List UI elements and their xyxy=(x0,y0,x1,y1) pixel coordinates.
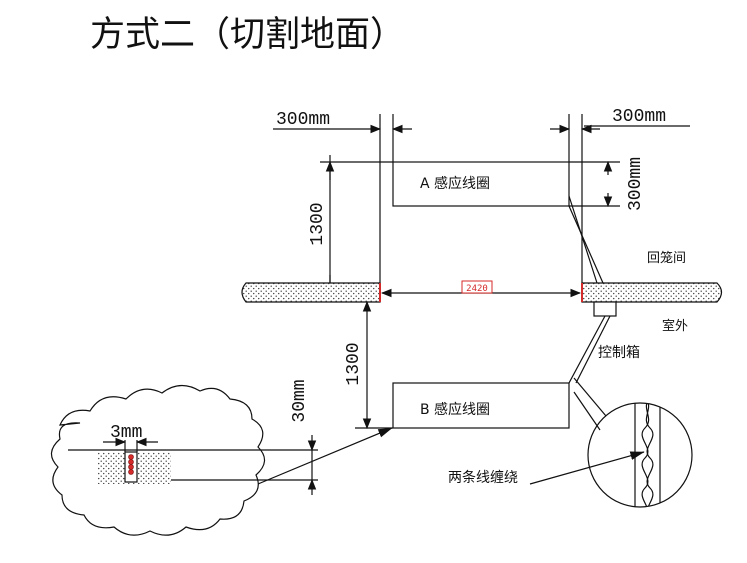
ground-strip-right xyxy=(581,282,723,303)
dim-groove-width: 3mm xyxy=(110,423,142,443)
coil-a-label: A 感应线圈 xyxy=(420,175,490,192)
inner-area-label: 回笼间 xyxy=(647,250,686,266)
groove-wires xyxy=(128,454,134,475)
dim-top-left: 300mm xyxy=(276,110,330,130)
twisted-wires-label: 两条线缠绕 xyxy=(448,469,518,486)
ground-strip-left xyxy=(241,282,381,303)
coil-b-rect xyxy=(392,382,570,429)
control-box xyxy=(593,301,617,317)
coil-b-label: B 感应线圈 xyxy=(420,401,490,418)
diagram-title: 方式二（切割地面） xyxy=(90,15,406,55)
outer-area-label: 室外 xyxy=(662,318,688,334)
dim-groove-depth: 30mm xyxy=(290,379,310,422)
dim-right-height: 300mm xyxy=(626,157,646,211)
control-box-label: 控制箱 xyxy=(598,345,640,361)
span-badge-text: 2420 xyxy=(466,284,488,294)
dim-top-right: 300mm xyxy=(612,107,666,127)
coil-a-rect xyxy=(392,161,570,207)
twisted-wire-zoom xyxy=(587,402,693,508)
dim-left-height: 1300 xyxy=(308,202,328,245)
dim-middle-height: 1300 xyxy=(344,342,364,385)
span-badge xyxy=(461,280,493,294)
